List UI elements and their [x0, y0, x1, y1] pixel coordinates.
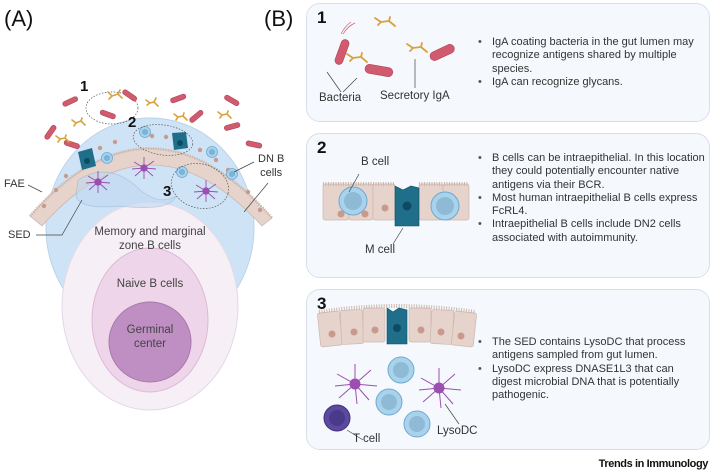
bacteria-group	[44, 89, 263, 149]
lyso-dc	[131, 157, 157, 179]
t-cell	[323, 404, 351, 432]
memory-line1: Memory and marginal	[94, 226, 206, 238]
b-cell	[101, 152, 113, 164]
iga-molecules	[346, 16, 428, 63]
epithelial-cell	[408, 307, 432, 343]
box-number: 2	[317, 138, 327, 157]
bullet: Most human intraepithelial B cells expre…	[477, 192, 705, 219]
dn-b-cells-line2: cells	[260, 167, 283, 179]
dn-b-cells-leader	[233, 161, 255, 173]
panel-a-label: (A)	[4, 6, 34, 31]
lyso-dc	[85, 171, 111, 193]
epithelial-cell	[451, 310, 477, 348]
fae-label: FAE	[4, 178, 25, 190]
m-cell-label: M cell	[365, 244, 396, 256]
b-cell	[338, 186, 368, 216]
lyso-dc	[418, 368, 462, 409]
germinal-center-label: Germinal center	[110, 323, 190, 351]
bullet: IgA can recognize glycans.	[477, 76, 705, 90]
bullet: The SED contains LysoDC that process ant…	[477, 336, 705, 363]
epithelium-nuclei	[41, 133, 263, 213]
box-2-bullets: B cells can be intraepithelial. In this …	[477, 152, 705, 245]
epithelial-cell	[339, 309, 365, 345]
bacteria-label: Bacteria	[319, 92, 362, 104]
memory-line2: zone B cells	[118, 240, 181, 252]
epithelial-cell	[372, 183, 396, 221]
sed-leader	[36, 199, 83, 236]
fae-leader	[27, 184, 43, 193]
box-number: 3	[317, 294, 327, 313]
t-cell-label: T cell	[353, 433, 381, 445]
info-box-2: 2 B cell M cell B cells can be intraepit…	[306, 133, 710, 278]
germinal-line1: Germinal	[126, 324, 174, 336]
box-number: 1	[317, 8, 327, 27]
lyso-dc	[334, 364, 378, 405]
journal-credit: Trends in Immunology	[598, 458, 709, 470]
bacterium	[334, 39, 350, 65]
naive-b-cells-label: Naive B cells	[116, 278, 184, 290]
callout-number-3: 3	[163, 183, 172, 200]
box-1-illustration	[326, 16, 455, 93]
sed-label: SED	[8, 229, 31, 241]
info-box-1: 1 Bacteria Secretory IgA IgA coating bac…	[306, 3, 710, 122]
epithelial-cell	[429, 309, 455, 345]
callout-2	[132, 124, 194, 156]
callout-number-2: 2	[128, 114, 137, 131]
secretory-iga-label: Secretory IgA	[380, 90, 450, 102]
box-1-bullets: IgA coating bacteria in the gut lumen ma…	[477, 36, 705, 89]
box-3-bullets: The SED contains LysoDC that process ant…	[477, 336, 705, 402]
secretory-iga-group	[55, 89, 232, 143]
b-cell	[139, 126, 151, 138]
lysodc-label: LysoDC	[437, 425, 478, 437]
dn-b-cells-label: DN B cells	[258, 152, 284, 180]
callout-1	[85, 91, 139, 125]
b-cell	[176, 166, 188, 178]
epithelial-cell	[362, 307, 386, 343]
b-cell	[375, 388, 403, 416]
m-cell	[78, 148, 96, 170]
info-box-3: 3 T cell LysoDC The SED contains	[306, 289, 710, 450]
box-2-illustration	[322, 173, 470, 245]
panel-b-label: (B)	[264, 6, 294, 31]
bullet: LysoDC express DNASE1L3 that can digest …	[477, 363, 705, 403]
b-cell	[387, 356, 415, 384]
lyso-dc	[193, 180, 219, 202]
panel-a-diagram	[27, 89, 274, 411]
dn-b-cells-leader-2	[243, 182, 269, 213]
bullet: B cells can be intraepithelial. In this …	[477, 152, 705, 192]
bacterium	[429, 44, 455, 61]
b-cell-label: B cell	[361, 156, 390, 168]
bacterium	[364, 64, 394, 77]
epithelial-cell	[317, 310, 343, 348]
callout-3	[171, 163, 229, 209]
b-cell	[430, 191, 460, 221]
germinal-center	[108, 301, 192, 383]
bullet: IgA coating bacteria in the gut lumen ma…	[477, 36, 705, 76]
memory-marginal-zone-label: Memory and marginal zone B cells	[80, 225, 220, 253]
b-cell	[226, 168, 238, 180]
dn-b-cells-line1: DN B	[258, 153, 285, 165]
box-3-illustration	[317, 304, 477, 441]
germinal-line2: center	[134, 338, 166, 350]
m-cell	[172, 132, 188, 150]
b-cell	[206, 146, 218, 158]
b-cell	[403, 410, 431, 438]
bullet: Intraepithelial B cells include DN2 cell…	[477, 218, 705, 245]
callout-number-1: 1	[80, 78, 89, 95]
